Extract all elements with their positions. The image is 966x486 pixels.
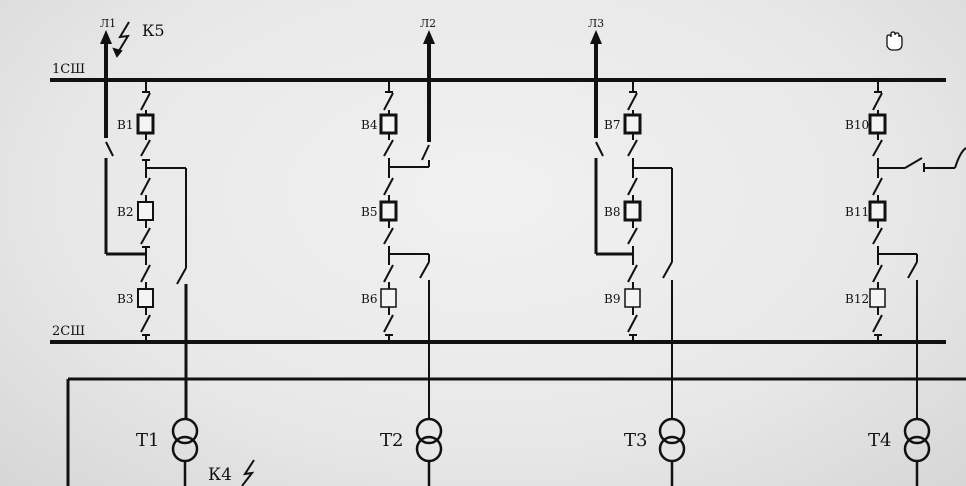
line-l1-label: Л1 <box>100 17 116 30</box>
fault-k4-label: К4 <box>208 465 232 485</box>
transformer-t4[interactable] <box>903 417 931 486</box>
line-l2-label: Л2 <box>420 17 436 30</box>
breaker-b4-label: В4 <box>361 118 378 132</box>
line-l3-arrow <box>590 30 602 82</box>
transformer-t3-label: Т3 <box>624 430 647 451</box>
breaker-b8-label: В8 <box>604 205 620 219</box>
breaker-b4[interactable] <box>379 113 398 135</box>
transformer-t1[interactable] <box>171 417 199 486</box>
transformer-t1-label: Т1 <box>136 430 159 451</box>
transformer-t3[interactable] <box>658 417 686 486</box>
breaker-b10-label: В10 <box>845 118 869 132</box>
breaker-b6[interactable] <box>380 288 397 308</box>
breaker-b3-label: В3 <box>117 292 133 306</box>
line-l3-label: Л3 <box>588 17 604 30</box>
breaker-b7[interactable] <box>623 113 642 135</box>
breaker-b2-label: В2 <box>117 205 133 219</box>
breaker-b12-label: В12 <box>845 292 869 306</box>
bay-4 <box>872 82 966 418</box>
breaker-b8[interactable] <box>623 200 642 222</box>
breaker-b2[interactable] <box>137 201 154 221</box>
busbar-1-label: 1СШ <box>52 62 85 77</box>
breaker-b3[interactable] <box>137 288 154 308</box>
breaker-b12[interactable] <box>869 288 886 308</box>
hand-cursor-icon <box>886 31 903 51</box>
breaker-b5[interactable] <box>379 200 398 222</box>
line-l1-arrow <box>100 30 112 82</box>
bay-2 <box>383 82 430 418</box>
busbar-2-label: 2СШ <box>52 324 85 339</box>
breaker-b9-label: В9 <box>604 292 620 306</box>
breaker-b5-label: В5 <box>361 205 377 219</box>
fault-k5-label: К5 <box>142 21 165 40</box>
breaker-b1[interactable] <box>136 113 155 135</box>
breaker-b1-label: В1 <box>117 118 133 132</box>
line-l2-arrow <box>423 30 435 142</box>
breaker-b7-label: В7 <box>604 118 620 132</box>
breaker-b6-label: В6 <box>361 292 377 306</box>
breaker-b9[interactable] <box>624 288 641 308</box>
bay-3 <box>594 82 673 418</box>
fault-k4-icon <box>241 459 255 486</box>
breaker-b11-label: В11 <box>845 205 869 219</box>
transformer-t4-label: Т4 <box>868 430 891 451</box>
breaker-b11[interactable] <box>868 200 887 222</box>
transformer-t2-label: Т2 <box>380 430 403 451</box>
fault-k5-icon <box>112 21 130 58</box>
transformer-t2[interactable] <box>415 417 443 486</box>
breaker-b10[interactable] <box>868 113 887 135</box>
